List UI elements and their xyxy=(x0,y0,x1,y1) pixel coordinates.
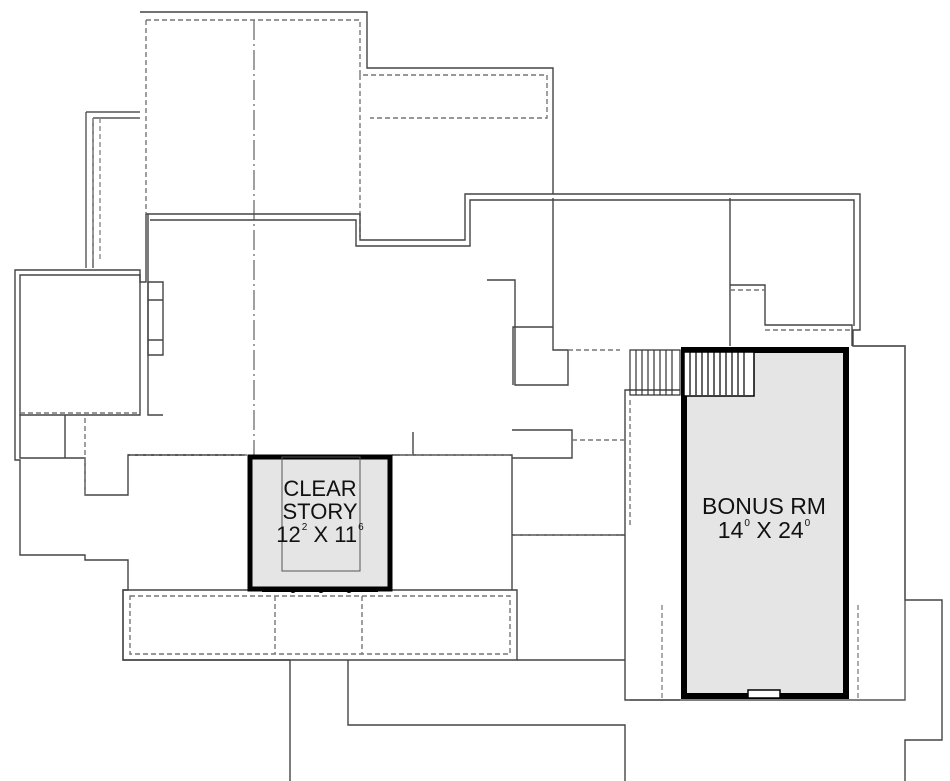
front-porch xyxy=(122,589,518,661)
clear-story-depth-in: 6 xyxy=(358,522,364,534)
clear-story-depth-ft: 11 xyxy=(334,522,358,548)
right-outer-roof xyxy=(630,345,906,701)
clear-story-label: CLEAR STORY 122 X 116 xyxy=(262,477,378,546)
clear-story-name-line1: CLEAR xyxy=(283,476,357,501)
clear-story-width-in: 2 xyxy=(301,522,308,534)
bonus-room-depth-in: 0 xyxy=(804,518,811,530)
left-wing-dash xyxy=(20,412,140,495)
bonus-room-dimensions: 140 X 240 xyxy=(684,518,844,542)
right-mid-dash xyxy=(515,400,631,536)
clear-story-width-ft: 12 xyxy=(276,522,301,548)
roof-outline-top xyxy=(140,11,554,194)
clear-story-separator: X xyxy=(313,522,329,548)
roof-left-dash xyxy=(92,118,101,262)
bonus-room-window xyxy=(747,689,781,699)
bonus-room-depth-ft: 24 xyxy=(778,517,804,544)
clear-story-room xyxy=(247,454,393,592)
left-wing-room xyxy=(19,274,141,416)
right-mid-wall xyxy=(512,389,680,701)
roof-left-wing xyxy=(85,111,140,268)
clear-story-inner xyxy=(281,456,361,572)
bonus-room xyxy=(681,347,849,699)
roof-dash-top xyxy=(145,19,548,237)
interior-wall-left xyxy=(147,214,163,416)
clear-story-columns xyxy=(290,587,352,593)
clear-story-name-line2: STORY xyxy=(262,500,378,523)
clear-story-dimensions: 122 X 116 xyxy=(262,522,378,548)
fireplace xyxy=(147,281,164,356)
bonus-room-width-in: 0 xyxy=(744,518,750,530)
bonus-room-label: BONUS RM 140 X 240 xyxy=(684,494,844,542)
right-top-rooms xyxy=(487,198,853,386)
clear-story-name-text: STORY xyxy=(282,499,358,525)
bonus-room-width-ft: 14 xyxy=(717,517,744,544)
bonus-room-name: BONUS RM xyxy=(702,493,826,519)
main-floor-inner xyxy=(150,199,855,326)
front-porch-dash xyxy=(129,595,511,655)
bonus-room-stair-treads xyxy=(689,352,745,395)
porch-steps xyxy=(289,659,626,781)
right-top-dashes xyxy=(568,289,852,351)
bonus-room-separator: X xyxy=(756,517,772,544)
